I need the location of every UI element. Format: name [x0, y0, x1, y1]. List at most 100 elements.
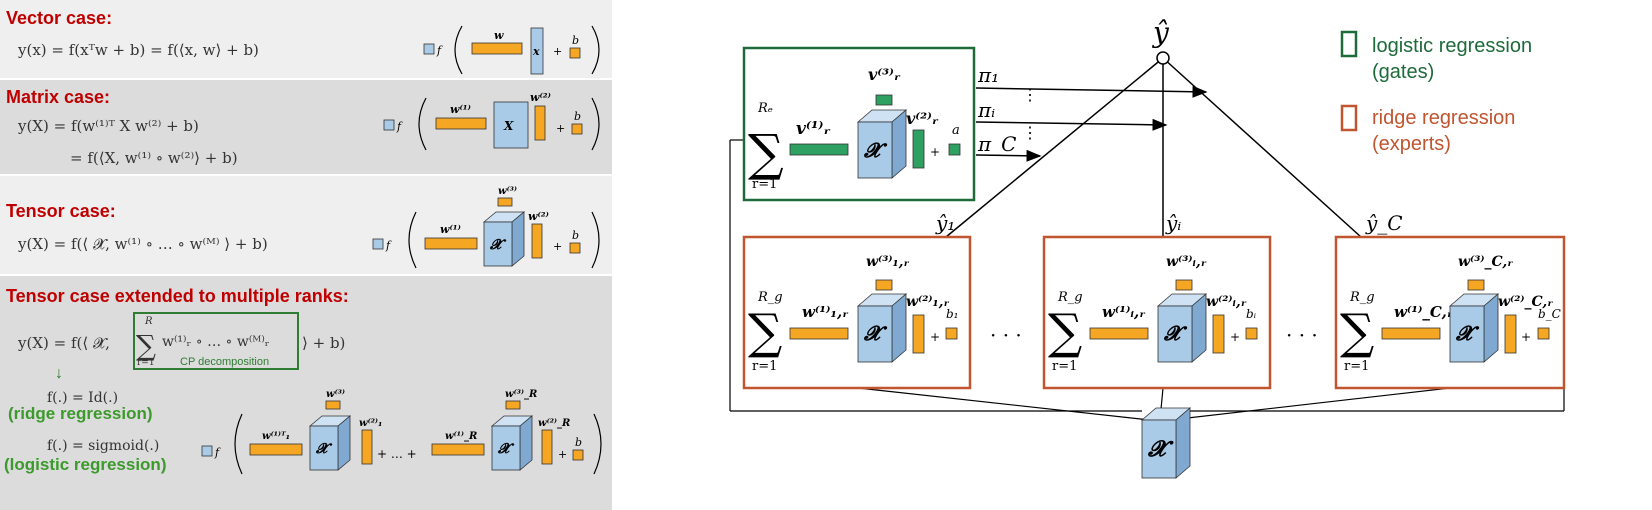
- b-square: [572, 449, 584, 461]
- matrix-illustration: f w⁽¹⁾ X w⁽²⁾ + b: [383, 91, 600, 151]
- vector-bg: [0, 0, 612, 78]
- yC-hat: ŷ_C: [1365, 211, 1403, 235]
- w3-label: w⁽³⁾: [498, 186, 517, 197]
- y-square: [372, 238, 384, 250]
- expert-C-sum-upper: R_g: [1349, 290, 1375, 305]
- f-symbol: f: [214, 446, 221, 459]
- expert-i-w2-label: w⁽²⁾ᵢ,ᵣ: [1206, 294, 1247, 310]
- expert-1: ŷ₁ ∑ R_g r=1 w⁽¹⁾₁,ᵣ w⁽³⁾₁,ᵣ 𝓧 w⁽²⁾₁,ᵣ +…: [742, 211, 972, 390]
- expert-i-sum-lower: r=1: [1052, 359, 1077, 374]
- vdots-upper: ⋮: [1022, 85, 1038, 104]
- close-paren: [591, 97, 600, 151]
- gate-sum: ∑: [748, 124, 784, 182]
- gate-sum-upper: Rₑ: [757, 101, 773, 116]
- f-symbol: f: [385, 239, 392, 252]
- expert-C-cube-side: [1483, 293, 1499, 363]
- fan-1: [857, 387, 1151, 421]
- expert-C-w1-vector: [1381, 327, 1441, 340]
- vector-title: Vector case:: [6, 8, 112, 28]
- pi-C-label: π_C: [977, 132, 1016, 156]
- rank-dots: + … +: [377, 447, 417, 461]
- expert-i-plus: +: [1230, 330, 1240, 344]
- sum-symbol: ∑: [136, 329, 156, 362]
- gate-cube-front: [857, 121, 893, 179]
- expert-C-w3-vector: [1467, 279, 1485, 291]
- w2-first-label: w⁽²⁾₁: [359, 418, 382, 429]
- expert-i: ŷᵢ ∑ R_g r=1 w⁽¹⁾ᵢ,ᵣ w⁽³⁾ᵢ,ᵣ 𝓧 w⁽²⁾ᵢ,ᵣ +…: [1042, 211, 1272, 390]
- piC-arrow: [975, 149, 1042, 162]
- pi1-arrow: [975, 85, 1208, 98]
- w3-first-label: w⁽³⁾: [326, 389, 345, 400]
- w1-label: w⁽¹⁾: [450, 103, 471, 116]
- down-arrow: ↓: [55, 365, 63, 382]
- expert-C-cube-front: [1449, 305, 1485, 363]
- expert-1-b-label: b₁: [946, 307, 959, 321]
- v1-label: v⁽¹⁾ᵣ: [796, 119, 830, 139]
- expert-i-frame: [1042, 235, 1272, 390]
- x-label: X: [503, 119, 514, 133]
- ranks-bg: [0, 276, 612, 510]
- w2-label: w⁽²⁾: [530, 91, 551, 104]
- f-symbol: f: [396, 120, 403, 133]
- expert-C-w2-label: w⁽²⁾_C,ᵣ: [1498, 294, 1553, 310]
- x-label: x: [532, 45, 540, 58]
- w2-first-vector: [361, 429, 373, 465]
- f-symbol: f: [436, 44, 443, 57]
- cp-box: [133, 312, 299, 370]
- expert-C-plus: +: [1521, 330, 1531, 344]
- vdots-lower: ⋮: [1022, 123, 1038, 142]
- expert-1-cube-front: [857, 305, 893, 363]
- expert-C-w1-label: w⁽¹⁾_C,ᵣ: [1394, 303, 1454, 321]
- gate-cube-side: [891, 109, 907, 179]
- vector-illustration: f w x + b: [423, 25, 600, 75]
- pi-1-label: π₁: [977, 63, 999, 87]
- line-y-expert1: [945, 57, 1164, 238]
- w3-vector: [497, 197, 513, 207]
- input-cube-front: [1141, 419, 1177, 479]
- b-square: [569, 47, 581, 59]
- close-paren: [593, 413, 602, 475]
- expert-1-w3-label: w⁽³⁾₁,ᵣ: [866, 254, 910, 270]
- open-paren: [418, 97, 427, 151]
- expert-1-w1-vector: [789, 327, 849, 340]
- b-square: [569, 242, 581, 254]
- expert-i-w2-vector: [1212, 314, 1225, 354]
- expert-i-w1-label: w⁽¹⁾ᵢ,ᵣ: [1102, 303, 1146, 321]
- hdots-left: · · ·: [990, 323, 1022, 347]
- expert-i-w3-vector: [1175, 279, 1193, 291]
- cube-side: [337, 415, 351, 471]
- ranks-title: Tensor case extended to multiple ranks:: [6, 286, 349, 306]
- x-matrix: [493, 101, 529, 149]
- pii-arrow: [975, 118, 1168, 131]
- legend-gates: (gates): [1372, 61, 1434, 83]
- w1-first-vector: [249, 443, 303, 456]
- w1-label: w⁽¹⁾: [440, 223, 461, 236]
- legend-logistic: logistic regression: [1372, 35, 1532, 57]
- close-paren: [591, 25, 600, 75]
- gate-box: ∑ Rₑ r=1 v⁽¹⁾ᵣ v⁽³⁾ᵣ 𝓧 v⁽²⁾ᵣ + a: [742, 46, 976, 202]
- f-identity: f(.) = Id(.): [47, 390, 118, 406]
- tensor-title: Tensor case:: [6, 201, 116, 221]
- gate-sum-lower: r=1: [752, 177, 777, 192]
- a-label: a: [952, 123, 960, 138]
- b-label: b: [572, 229, 579, 242]
- y-square: [423, 43, 435, 55]
- cube-front: [483, 221, 513, 267]
- b-label: b: [575, 436, 582, 449]
- v2-vector: [912, 129, 925, 169]
- w2-vector: [534, 105, 546, 141]
- matrix-equation-2: = f(⟨X, w⁽¹⁾ ∘ w⁽²⁾⟩ + b): [70, 149, 238, 167]
- a-square: [948, 143, 961, 156]
- legend: logistic regression (gates) ridge regres…: [1340, 30, 1532, 155]
- plus: +: [556, 122, 565, 135]
- w3-last-vector: [505, 400, 521, 410]
- plus: +: [553, 45, 562, 58]
- y-square: [383, 119, 395, 131]
- expert-C-sum: ∑: [1340, 304, 1374, 360]
- w2-label: w⁽²⁾: [528, 210, 549, 223]
- open-paren: [408, 211, 417, 269]
- w1-last-label: w⁽¹⁾_R: [445, 431, 477, 442]
- expert-i-b-square: [1245, 327, 1258, 340]
- sum-upper: R: [144, 316, 153, 327]
